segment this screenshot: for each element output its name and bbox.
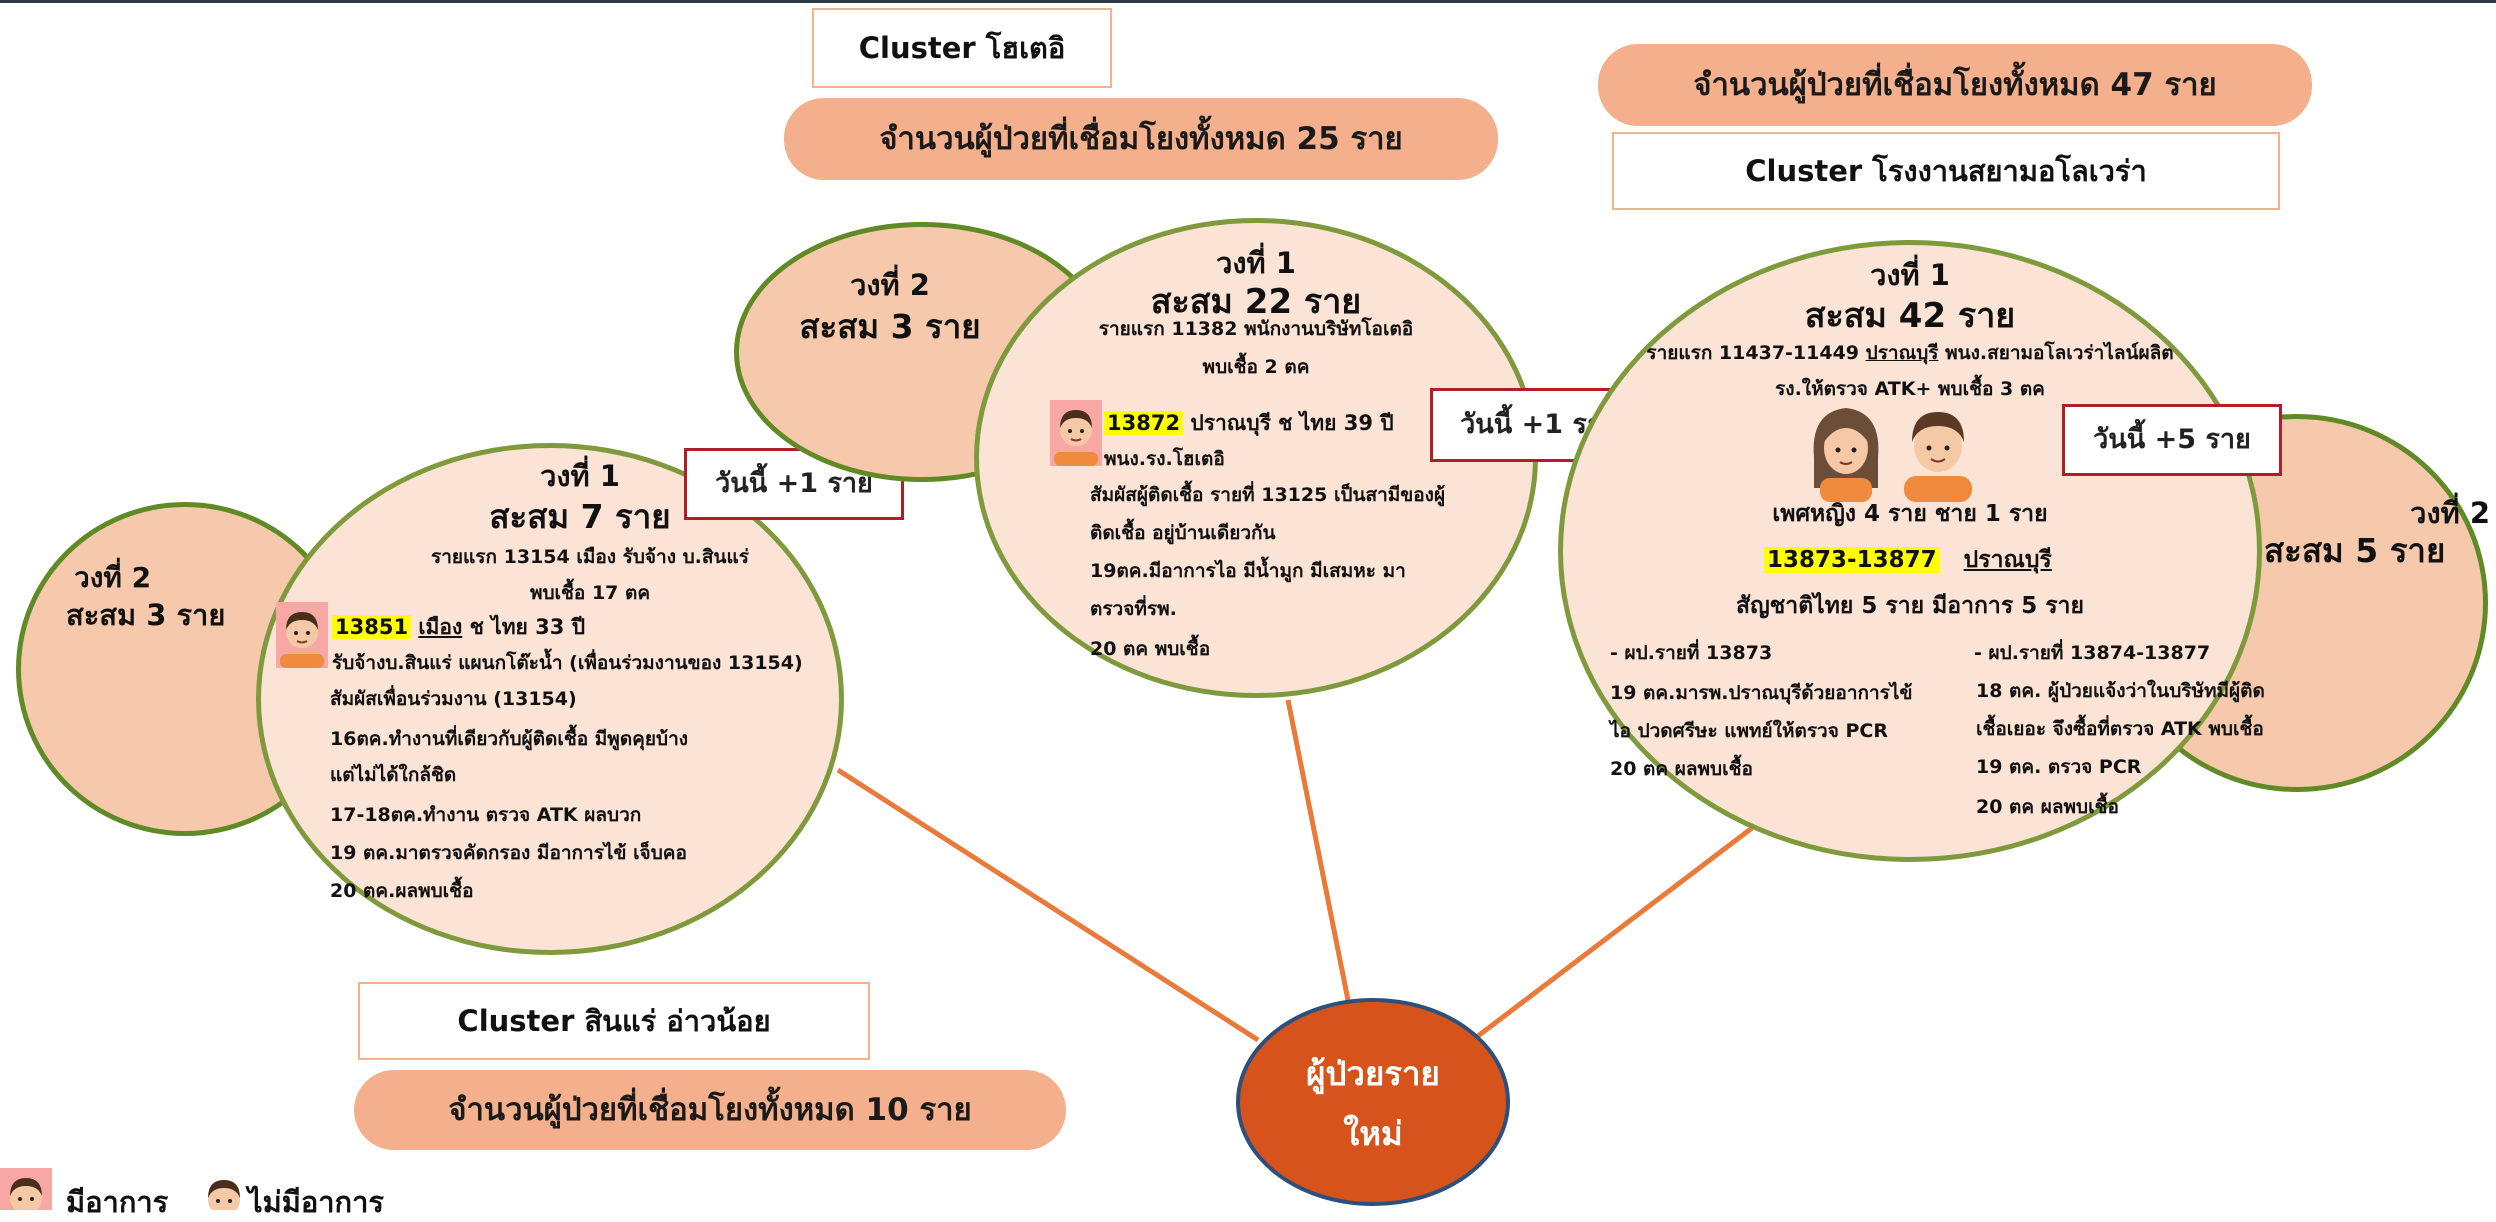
new-patient-node: ผู้ป่วยราย ใหม่ [1236,998,1510,1206]
mineral-case-line: 13851 เมือง ช ไทย 33 ปี [332,608,585,646]
hotel-case-info: ปราณบุรี ช ไทย 39 ปี [1190,411,1394,435]
hotel-case-id: 13872 [1104,411,1184,435]
aloe-first-case: รายแรก 11437-11449 ปราณบุรี พนง.สยามอโลเ… [1590,334,2230,372]
mineral-total-pill: จำนวนผู้ป่วยที่เชื่อมโยงทั้งหมด 10 ราย [354,1070,1066,1150]
aloe-right-detail-1: - ผป.รายที่ 13874-13877 [1974,642,2211,664]
hotel-ring2-title: วงที่ 2 [850,268,930,302]
mineral-ring2-title: วงที่ 2 [74,561,152,594]
link-hotel [1285,699,1351,1001]
aloe-left-detail-1: - ผป.รายที่ 13873 [1610,642,1773,664]
mineral-ring1-count: สะสม 7 ราย [489,497,671,536]
top-border [0,0,2496,3]
aloe-case-line: 13873-13877 ปราณบุรี [1764,540,2052,580]
aloe-ring1-title: วงที่ 1 [1870,258,1950,292]
legend-symptomatic-label: มีอาการ [66,1185,169,1219]
link-aloe [1476,826,1754,1038]
hotel-first-case-date: พบเชื้อ 2 ตค [1202,356,1310,378]
mineral-first-case-date: พบเชื้อ 17 ตค [529,582,651,604]
aloe-ring2-title: วงที่ 2 [2410,496,2490,530]
girl-avatar-icon [1806,398,1886,506]
legend-asymptomatic-label: ไม่มีอาการ [248,1185,384,1219]
mineral-case-info: ช ไทย 33 ปี [462,615,586,639]
aloe-ring2-count: สะสม 5 ราย [2264,531,2446,570]
symptomatic-avatar-icon [1050,400,1102,466]
symptomatic-avatar-icon [276,602,328,668]
mineral-detail-6: 19 ตค.มาตรวจคัดกรอง มีอาการไข้ เจ็บคอ [330,842,687,864]
aloe-gender: เพศหญิง 4 ราย ชาย 1 ราย [1772,501,2048,527]
aloe-right-detail-2: 18 ตค. ผู้ป่วยแจ้งว่าในบริษัทมีผู้ติด [1976,680,2265,702]
mineral-detail-4: แต่ไม่ได้ใกล้ชิด [330,764,457,786]
hotel-cluster-name: Cluster โฮเตอิ [812,8,1112,88]
aloe-nationality: สัญชาติไทย 5 ราย มีอาการ 5 ราย [1736,593,2084,619]
legend-asymptomatic-icon [198,1170,250,1210]
hotel-ring1-title: วงที่ 1 [1216,246,1296,280]
aloe-right-detail-3: เชื้อเยอะ จึงซื้อที่ตรวจ ATK พบเชื้อ [1976,718,2264,740]
mineral-ring2-count: สะสม 3 ราย [66,598,226,632]
hotel-case-job: พนง.รง.โฮเตอิ [1104,448,1225,470]
aloe-first-case-prefix: รายแรก 11437-11449 [1646,342,1866,364]
mineral-ring1-circle [256,443,844,955]
hotel-detail-4: ตรวจที่รพ. [1090,598,1177,620]
mineral-detail-2: สัมผัสเพื่อนร่วมงาน (13154) [330,688,577,710]
mineral-detail-3: 16ตค.ทำงานที่เดียวกับผู้ติดเชื้อ มีพูดคุ… [330,728,689,750]
aloe-total-pill: จำนวนผู้ป่วยที่เชื่อมโยงทั้งหมด 47 ราย [1598,44,2312,126]
hotel-detail-1: สัมผัสผู้ติดเชื้อ รายที่ 13125 เป็นสามีข… [1090,484,1446,506]
aloe-case-place: ปราณบุรี [1963,547,2052,573]
hotel-detail-2: ติดเชื้อ อยู่บ้านเดียวกัน [1090,522,1276,544]
mineral-ring1-title: วงที่ 1 [540,459,620,493]
boy-avatar-icon [1896,398,1980,506]
aloe-first-case-suffix: พนง.สยามอโลเวร่าไลน์ผลิต [1938,342,2174,364]
mineral-case-id: 13851 [332,615,412,639]
mineral-detail-5: 17-18ตค.ทำงาน ตรวจ ATK ผลบวก [330,804,642,826]
hotel-detail-5: 20 ตค พบเชื้อ [1090,638,1211,660]
aloe-left-detail-3: ไอ ปวดศรีษะ แพทย์ให้ตรวจ PCR [1610,720,1888,742]
legend-symptomatic-icon [0,1168,52,1210]
aloe-cluster-name: Cluster โรงงานสยามอโลเวร่า [1612,132,2280,210]
hotel-total-pill: จำนวนผู้ป่วยที่เชื่อมโยงทั้งหมด 25 ราย [784,98,1498,180]
mineral-case-place: เมือง [418,615,463,639]
aloe-left-detail-2: 19 ตค.มารพ.ปราณบุรีด้วยอาการไข้ [1610,682,1913,704]
aloe-left-detail-4: 20 ตค ผลพบเชื้อ [1610,758,1753,780]
hotel-ring2-count: สะสม 3 ราย [799,307,981,346]
aloe-first-case-place: ปราณบุรี [1865,342,1939,364]
aloe-today-badge: วันนี้ +5 ราย [2062,404,2282,476]
mineral-first-case: รายแรก 13154 เมือง รับจ้าง บ.สินแร่ [431,546,749,568]
hotel-detail-3: 19ตค.มีอาการไอ มีน้ำมูก มีเสมหะ มา [1090,560,1406,582]
new-patient-line1: ผู้ป่วยราย [1306,1054,1440,1093]
aloe-case-id: 13873-13877 [1764,547,1940,573]
aloe-right-detail-4: 19 ตค. ตรวจ PCR [1976,756,2142,778]
hotel-first-case: รายแรก 11382 พนักงานบริษัทโอเตอิ [1098,318,1414,340]
hotel-ring1-count: สะสม 22 ราย [1150,282,1362,322]
aloe-right-detail-5: 20 ตค ผลพบเชื้อ [1976,796,2119,818]
mineral-detail-1: รับจ้างบ.สินแร่ แผนกโต๊ะน้ำ (เพื่อนร่วมง… [332,652,803,674]
hotel-case-line: 13872 ปราณบุรี ช ไทย 39 ปี [1104,404,1394,442]
new-patient-line2: ใหม่ [1343,1114,1403,1153]
link-mineral [836,767,1260,1043]
aloe-first-case-date: รง.ให้ตรวจ ATK+ พบเชื้อ 3 ตค [1775,378,2045,400]
aloe-ring1-count: สะสม 42 ราย [1804,296,2016,336]
mineral-detail-7: 20 ตค.ผลพบเชื้อ [330,880,474,902]
mineral-cluster-name: Cluster สินแร่ อ่าวน้อย [358,982,870,1060]
